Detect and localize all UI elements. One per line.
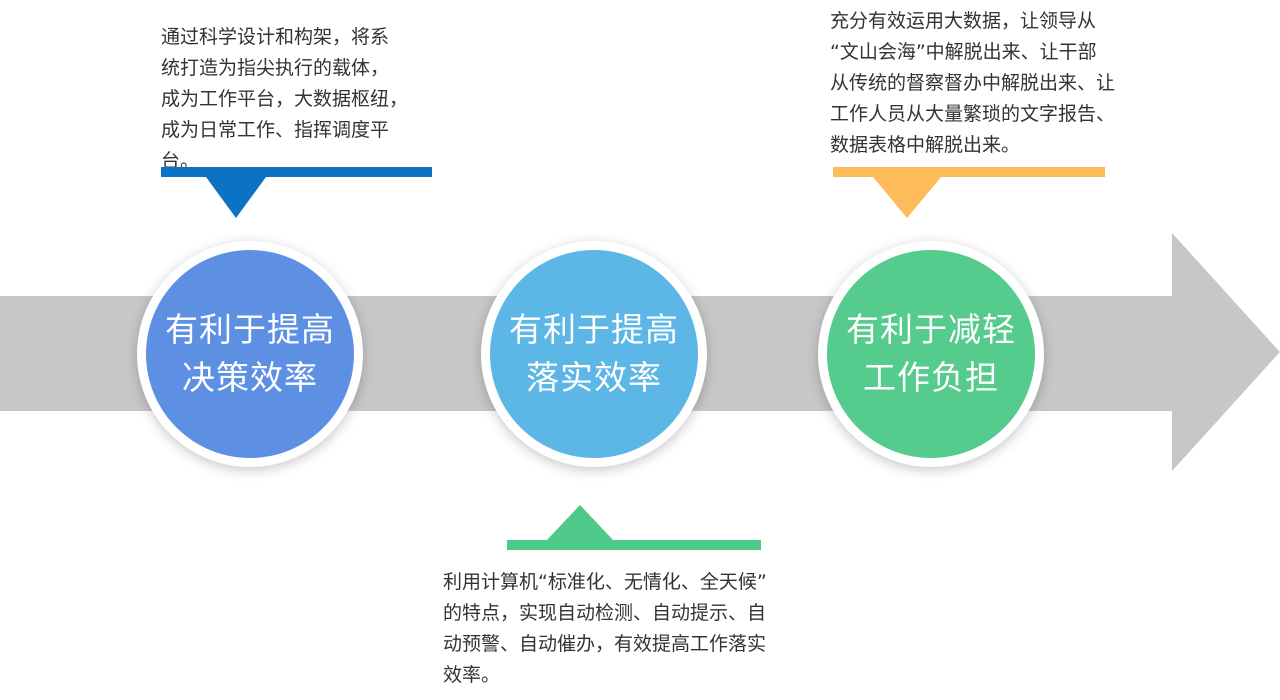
stage-title-line1: 有利于提高 bbox=[509, 310, 679, 349]
note-line: 通过科学设计和构架，将系 bbox=[161, 26, 390, 48]
note-line: 成为日常工作、指挥调度平 bbox=[161, 119, 390, 141]
note-line: 利用计算机“标准化、无情化、全天候” bbox=[443, 571, 767, 593]
stage-circle-implementation: 有利于提高 落实效率 bbox=[481, 241, 707, 467]
stage-circle-implementation-fill: 有利于提高 落实效率 bbox=[490, 250, 698, 458]
note-line: 数据表格中解脱出来。 bbox=[830, 134, 1021, 156]
note-line: 成为工作平台，大数据枢纽， bbox=[161, 88, 409, 110]
stage-circle-decision-fill: 有利于提高 决策效率 bbox=[146, 250, 354, 458]
callout-bar-top-left bbox=[161, 167, 432, 177]
stage-circle-workload: 有利于减轻 工作负担 bbox=[818, 241, 1044, 467]
note-line: 动预警、自动催办，有效提高工作落实 bbox=[443, 633, 767, 655]
stage-title-line1: 有利于提高 bbox=[165, 310, 335, 349]
note-line: 充分有效运用大数据，让领导从 bbox=[830, 10, 1097, 32]
callout-pointer-top-left bbox=[206, 177, 266, 218]
note-line: 的特点，实现自动检测、自动提示、自 bbox=[443, 602, 767, 624]
callout-pointer-top-right bbox=[873, 177, 941, 218]
callout-pointer-bottom bbox=[546, 505, 614, 541]
note-line: 从传统的督察督办中解脱出来、让 bbox=[830, 72, 1116, 94]
note-line: 台。 bbox=[161, 150, 200, 172]
stage-title-line2: 决策效率 bbox=[182, 358, 318, 397]
note-line: 统打造为指尖执行的载体， bbox=[161, 57, 390, 79]
callout-bar-top-right bbox=[833, 167, 1105, 177]
note-top-right: 充分有效运用大数据，让领导从 “文山会海”中解脱出来、让干部 从传统的督察督办中… bbox=[830, 6, 1115, 161]
note-line: 工作人员从大量繁琐的文字报告、 bbox=[830, 103, 1116, 125]
note-top-left: 通过科学设计和构架，将系 统打造为指尖执行的载体， 成为工作平台，大数据枢纽， … bbox=[161, 22, 408, 177]
stage-title-line1: 有利于减轻 bbox=[846, 310, 1016, 349]
note-line: 效率。 bbox=[443, 664, 501, 686]
stage-circle-workload-fill: 有利于减轻 工作负担 bbox=[827, 250, 1035, 458]
stage-title-line2: 落实效率 bbox=[526, 358, 662, 397]
stage-circle-decision: 有利于提高 决策效率 bbox=[137, 241, 363, 467]
note-line: “文山会海”中解脱出来、让干部 bbox=[830, 41, 1097, 63]
note-bottom: 利用计算机“标准化、无情化、全天候” 的特点，实现自动检测、自动提示、自 动预警… bbox=[443, 567, 767, 691]
callout-bar-bottom bbox=[507, 540, 761, 550]
stage-title-line2: 工作负担 bbox=[863, 358, 999, 397]
